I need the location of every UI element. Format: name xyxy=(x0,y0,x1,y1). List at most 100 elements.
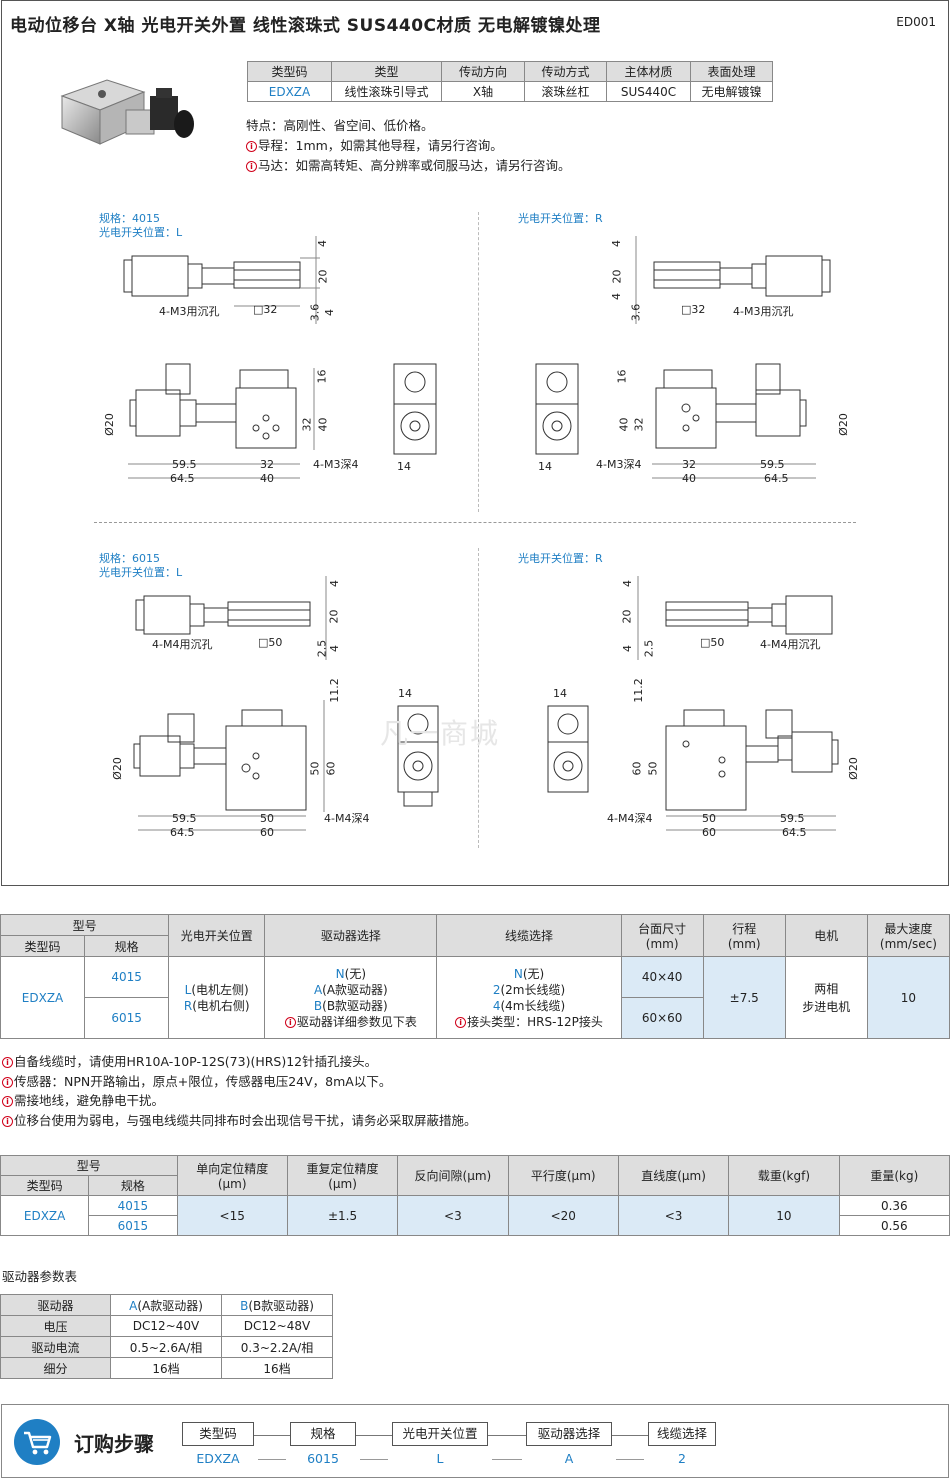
table-cell: 0.36 xyxy=(838,1195,950,1216)
table-header: 反向间隙(μm) xyxy=(397,1155,509,1196)
info-icon: i xyxy=(246,161,257,172)
table-header: 载重(kgf) xyxy=(728,1155,840,1196)
dim-label: 4-M3深4 xyxy=(313,458,359,471)
step-connector xyxy=(360,1459,388,1460)
spec-header: 类型 xyxy=(331,61,442,82)
dim-label: Ø20 xyxy=(836,413,850,436)
step-connector xyxy=(254,1435,290,1436)
dim-label: 3.6 xyxy=(629,303,643,322)
step-box: 驱动器选择 xyxy=(526,1422,612,1446)
dim-label: 14 xyxy=(553,687,567,700)
table-header: 最大速度 (mm/sec) xyxy=(866,914,950,957)
step-box: 光电开关位置 xyxy=(392,1422,488,1446)
dim-label: 4-M4用沉孔 xyxy=(152,638,213,651)
dim-label: 50 xyxy=(260,812,274,825)
table-cell: <3 xyxy=(617,1195,730,1236)
dim-label: 32 xyxy=(300,417,314,432)
dim-label: 20 xyxy=(316,269,330,284)
dim-label: 20 xyxy=(610,269,624,284)
spec-header: 传动方式 xyxy=(524,61,607,82)
spec-cell: 滚珠丝杠 xyxy=(524,81,607,102)
spec-cell: EDXZA xyxy=(247,81,332,102)
dim-label: Ø20 xyxy=(846,757,860,780)
table-header: 驱动器选择 xyxy=(264,914,438,957)
dim-label: 50 xyxy=(702,812,716,825)
table-cell: 0.5~2.6A/相 xyxy=(110,1336,222,1358)
catalog-code: ED001 xyxy=(896,15,936,29)
dim-label: □50 xyxy=(700,636,725,649)
table-cell: ±7.5 xyxy=(702,956,786,1039)
step-value: L xyxy=(436,1451,444,1466)
performance-table: 型号 单向定位精度 (μm) 重复定位精度 (μm) 反向间隙(μm) 平行度(… xyxy=(0,1155,950,1236)
info-icon: i xyxy=(284,1016,296,1028)
dim-label: 32 xyxy=(260,458,274,471)
drawing-spec-label: 规格：4015 xyxy=(99,212,160,225)
table-cell: 6015 xyxy=(88,1215,178,1236)
dim-label: 16 xyxy=(315,369,329,384)
table-cell: DC12~40V xyxy=(110,1315,222,1337)
info-icon: i xyxy=(2,1115,13,1127)
table-header: 驱动器 xyxy=(0,1294,111,1316)
dim-label: 4 xyxy=(621,580,634,587)
drawing-position-label: 光电开关位置：L xyxy=(99,566,183,579)
dim-label: 14 xyxy=(538,460,552,473)
spec-header: 类型码 xyxy=(247,61,332,82)
dim-label: 20 xyxy=(327,609,341,624)
dim-label: 4-M3用沉孔 xyxy=(733,305,794,318)
dim-label: 4-M3深4 xyxy=(596,458,642,471)
table-cell: 4015 xyxy=(88,1195,178,1216)
spec-cell: 无电解镀镍 xyxy=(690,81,773,102)
table-header: 电机 xyxy=(784,914,868,957)
dim-label: 4-M4用沉孔 xyxy=(760,638,821,651)
step-connector xyxy=(356,1435,392,1436)
dim-label: 2.5 xyxy=(642,639,656,658)
dim-label: 4-M4深4 xyxy=(324,812,370,825)
dim-label: 4-M3用沉孔 xyxy=(159,305,220,318)
table-cell: <15 xyxy=(176,1195,288,1236)
step-connector xyxy=(616,1459,644,1460)
dim-label: 4 xyxy=(621,645,634,652)
table-header: 型号 xyxy=(0,914,170,936)
table-header: 台面尺寸 (mm) xyxy=(620,914,704,957)
table-header: 光电开关位置 xyxy=(168,914,266,957)
drawing-6015-R-top xyxy=(547,705,839,831)
dim-label: 14 xyxy=(397,460,411,473)
drawing-4015-L-top xyxy=(128,363,315,479)
table-cell: 4015 xyxy=(84,956,170,998)
drawing-6015-L-top xyxy=(133,700,325,831)
step-connector xyxy=(492,1459,522,1460)
table-cell: 60×60 xyxy=(620,997,704,1039)
cart-icon xyxy=(14,1419,60,1465)
table-cell: 16档 xyxy=(110,1357,222,1379)
dim-label: 32 xyxy=(632,417,646,432)
table-header: 单向定位精度 (μm) xyxy=(176,1155,288,1196)
drawing-6015-L-side xyxy=(135,576,327,660)
table-header: 重复定位精度 (μm) xyxy=(286,1155,399,1196)
table-cell: EDXZA xyxy=(0,956,86,1039)
step-value: 6015 xyxy=(307,1451,339,1466)
info-icon: i xyxy=(246,141,257,152)
table-header: 驱动电流 xyxy=(0,1336,111,1358)
dim-label: 14 xyxy=(398,687,412,700)
table-header: 平行度(μm) xyxy=(507,1155,619,1196)
table-cell: ±1.5 xyxy=(286,1195,399,1236)
spec-header: 主体材质 xyxy=(606,61,691,82)
dim-label: 64.5 xyxy=(764,472,789,485)
table-cell: 6015 xyxy=(84,997,170,1039)
driver-table-title: 驱动器参数表 xyxy=(2,1269,78,1284)
drawing-4015-L-end xyxy=(393,363,437,455)
drawing-position-label: 光电开关位置：R xyxy=(518,212,603,225)
drawing-6015-L-end xyxy=(397,705,439,807)
spec-cell: 线性滚珠引导式 xyxy=(331,81,442,102)
dim-label: 60 xyxy=(630,761,644,776)
info-icon: i xyxy=(2,1096,13,1107)
dim-label: 59.5 xyxy=(760,458,785,471)
info-icon: i xyxy=(2,1057,13,1068)
step-value: A xyxy=(564,1451,574,1466)
dim-label: 3.6 xyxy=(308,303,322,322)
